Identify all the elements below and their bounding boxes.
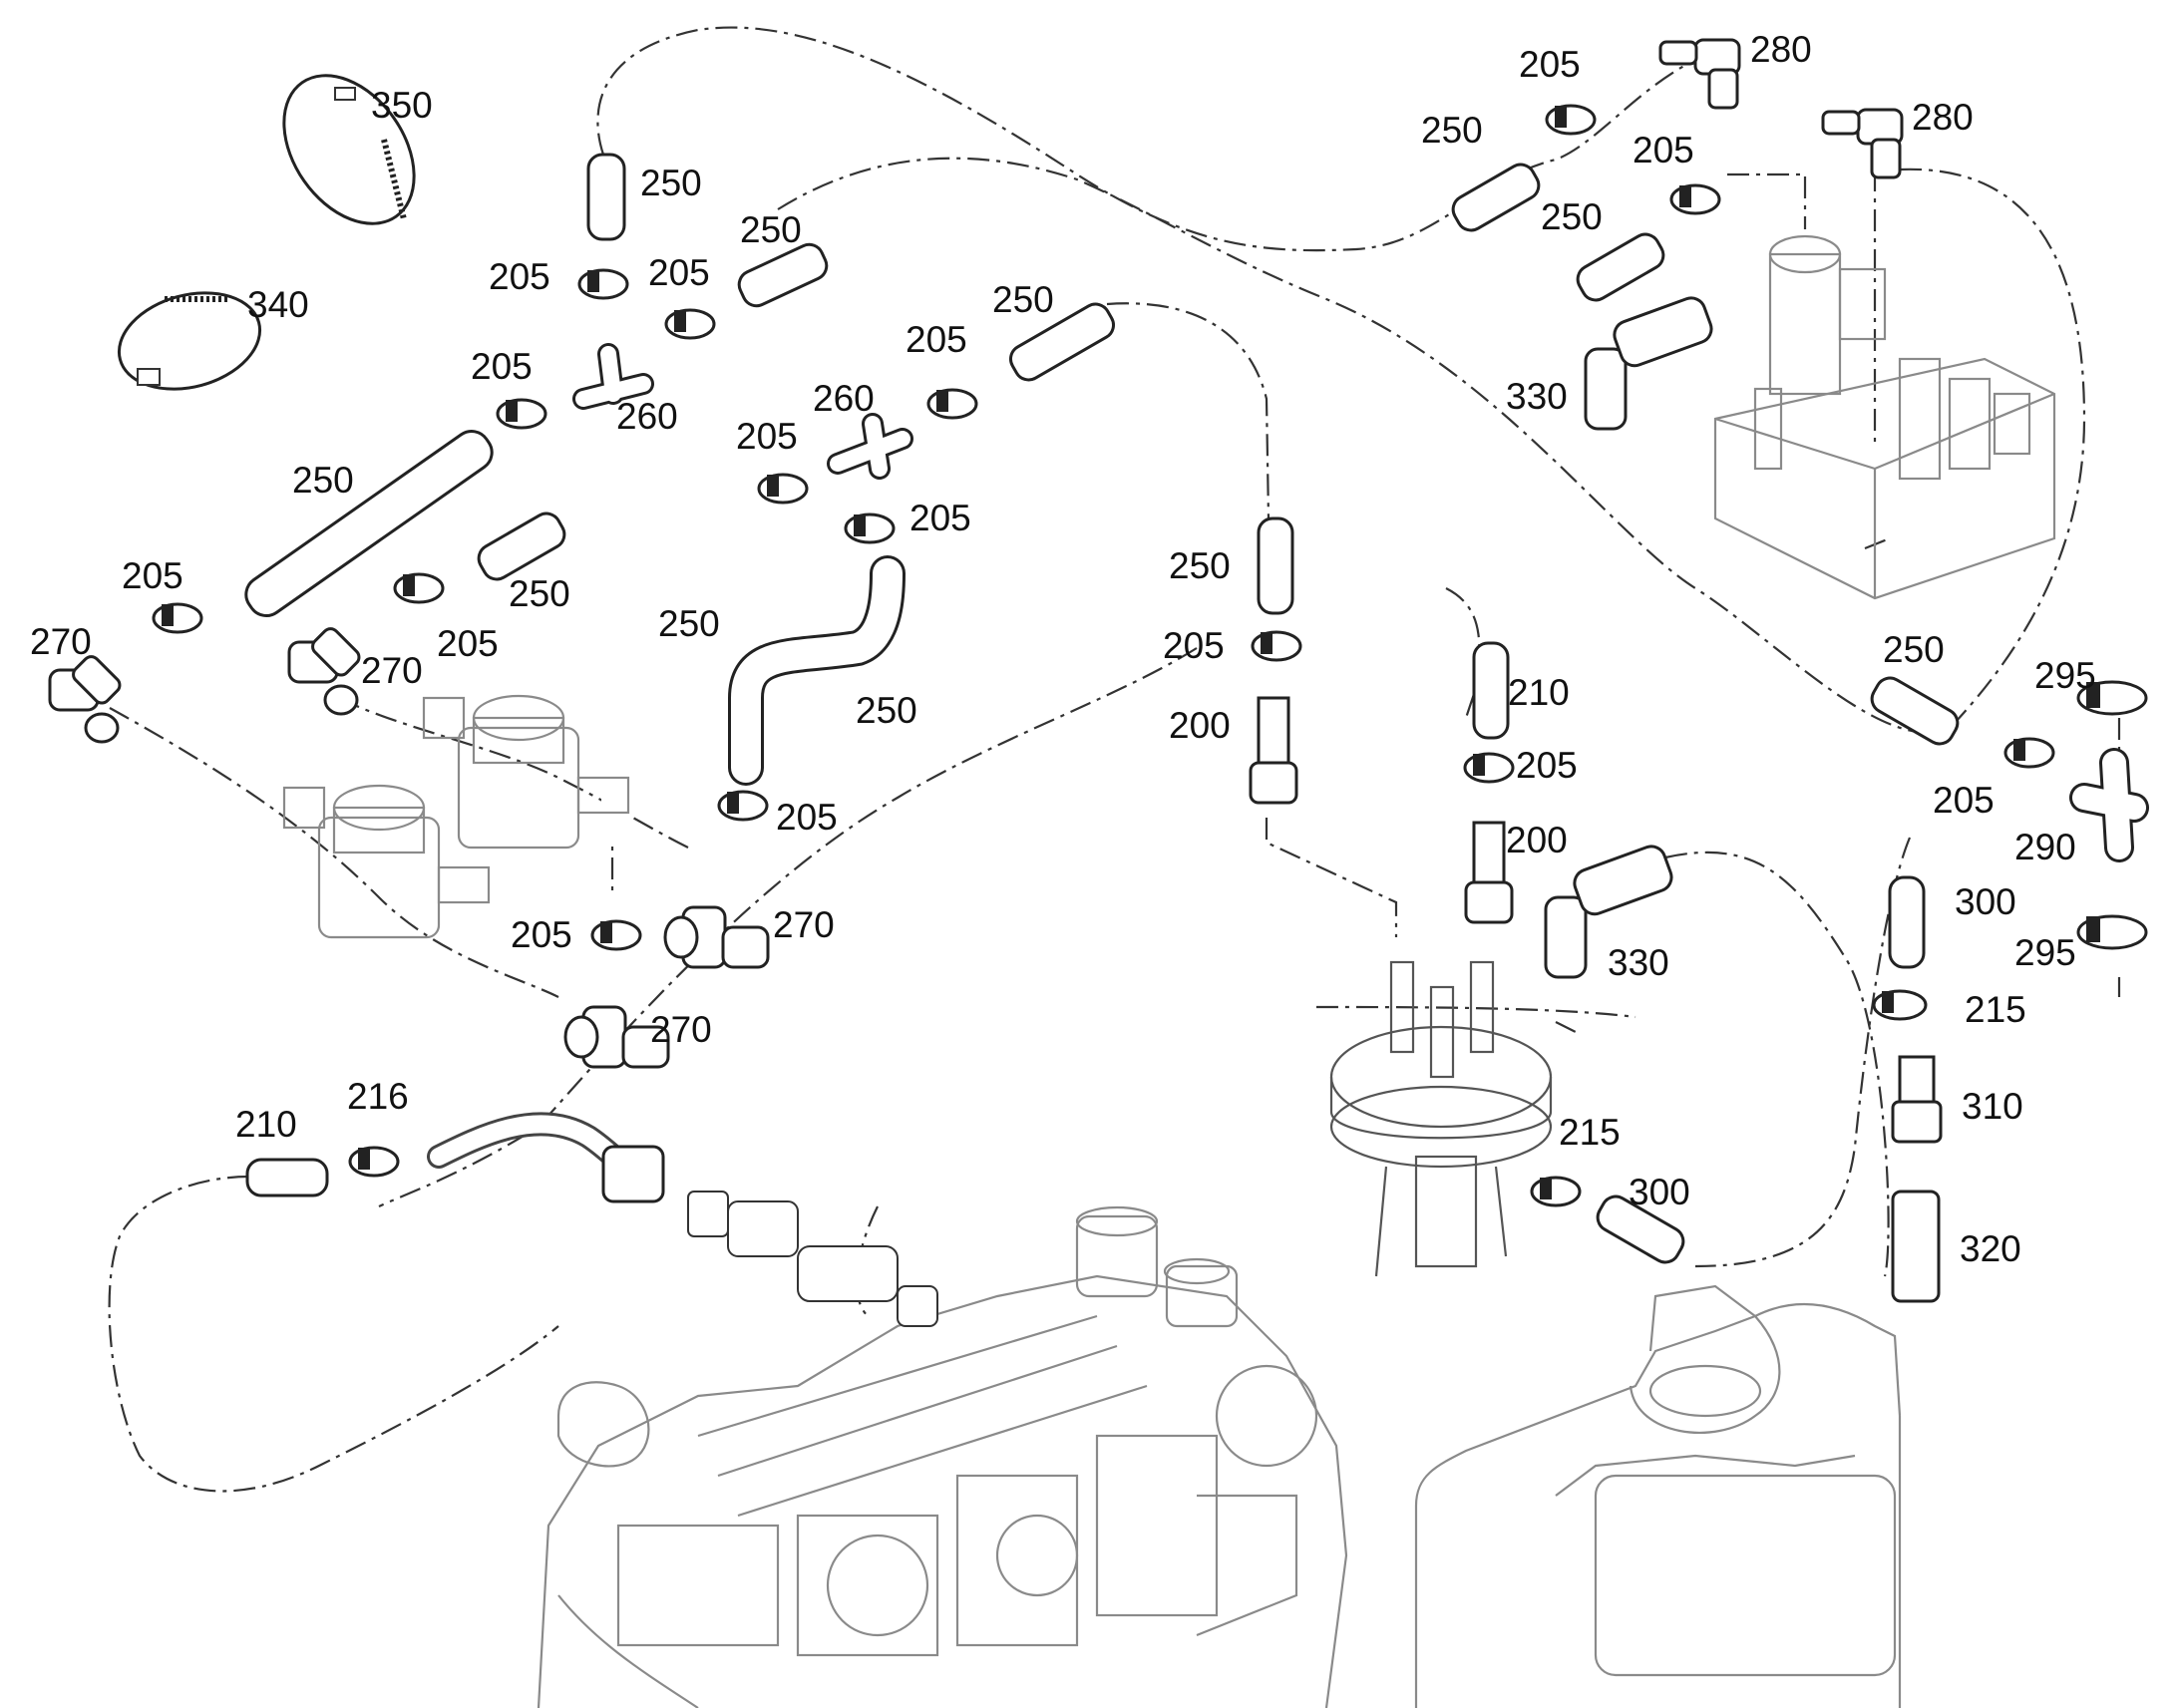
callout-labels: 350 340 250 250 250 250 250 250 250 250 … bbox=[30, 29, 2096, 1269]
elbow-connectors bbox=[48, 38, 1904, 1069]
callout-270: 270 bbox=[30, 621, 92, 662]
callout-205: 205 bbox=[1516, 745, 1578, 786]
callout-250: 250 bbox=[1421, 110, 1483, 151]
callout-270: 270 bbox=[773, 904, 835, 945]
callout-205: 205 bbox=[511, 914, 572, 955]
callout-300: 300 bbox=[1629, 1172, 1690, 1212]
callout-200: 200 bbox=[1169, 705, 1231, 746]
tee-fittings bbox=[572, 343, 2149, 862]
callout-260: 260 bbox=[616, 396, 678, 437]
callout-260: 260 bbox=[813, 378, 875, 419]
hose-clamps bbox=[152, 104, 2148, 1207]
callout-250: 250 bbox=[1541, 196, 1603, 237]
callout-295: 295 bbox=[2014, 932, 2076, 973]
callout-205: 205 bbox=[489, 256, 550, 297]
callout-280: 280 bbox=[1750, 29, 1812, 70]
callout-250: 250 bbox=[856, 690, 917, 731]
callout-270: 270 bbox=[361, 650, 423, 691]
callout-205: 205 bbox=[906, 319, 967, 360]
engine-assembly bbox=[537, 1205, 1348, 1708]
tank-sender-unit bbox=[1329, 960, 1553, 1277]
callout-215: 215 bbox=[1559, 1112, 1621, 1153]
callout-216: 216 bbox=[347, 1076, 409, 1117]
callout-215: 215 bbox=[1965, 989, 2026, 1030]
callout-280: 280 bbox=[1912, 97, 1974, 138]
callout-205: 205 bbox=[776, 797, 838, 838]
callout-250: 250 bbox=[1169, 545, 1231, 586]
callout-330: 330 bbox=[1608, 942, 1669, 983]
hoses bbox=[244, 153, 1960, 1264]
callout-250: 250 bbox=[640, 163, 702, 203]
callout-310: 310 bbox=[1962, 1086, 2023, 1127]
callout-205: 205 bbox=[437, 623, 499, 664]
callout-250: 250 bbox=[658, 603, 720, 644]
quick-connector bbox=[427, 1112, 938, 1327]
dosing-module bbox=[1713, 234, 2056, 600]
clamp-band-350 bbox=[282, 74, 416, 225]
callout-295: 295 bbox=[2034, 655, 2096, 696]
callout-205: 205 bbox=[1933, 780, 1995, 821]
callout-205: 205 bbox=[909, 498, 971, 538]
callout-270: 270 bbox=[650, 1009, 712, 1050]
leader-lines bbox=[108, 26, 2121, 1493]
callout-250: 250 bbox=[509, 573, 570, 614]
urea-tank bbox=[1414, 1284, 1902, 1708]
callout-250: 250 bbox=[1883, 629, 1945, 670]
callout-250: 250 bbox=[992, 279, 1054, 320]
callout-250: 250 bbox=[740, 209, 802, 250]
callout-250: 250 bbox=[292, 460, 354, 501]
callout-205: 205 bbox=[736, 416, 798, 457]
callout-320: 320 bbox=[1960, 1228, 2021, 1269]
callout-210: 210 bbox=[235, 1104, 297, 1145]
tubes bbox=[1249, 696, 1943, 1303]
clamp-band-340 bbox=[117, 291, 262, 391]
solenoid-valves bbox=[282, 694, 630, 939]
callout-210: 210 bbox=[1508, 672, 1570, 713]
callout-205: 205 bbox=[122, 555, 183, 596]
callout-205: 205 bbox=[471, 346, 533, 387]
callout-290: 290 bbox=[2014, 827, 2076, 867]
callout-205: 205 bbox=[1633, 130, 1694, 171]
callout-205: 205 bbox=[648, 252, 710, 293]
callout-340: 340 bbox=[247, 284, 309, 325]
callout-200: 200 bbox=[1506, 820, 1568, 860]
callout-205: 205 bbox=[1519, 44, 1581, 85]
callout-300: 300 bbox=[1955, 881, 2016, 922]
callout-330: 330 bbox=[1506, 376, 1568, 417]
callout-350: 350 bbox=[371, 85, 433, 126]
callout-205: 205 bbox=[1163, 625, 1225, 666]
